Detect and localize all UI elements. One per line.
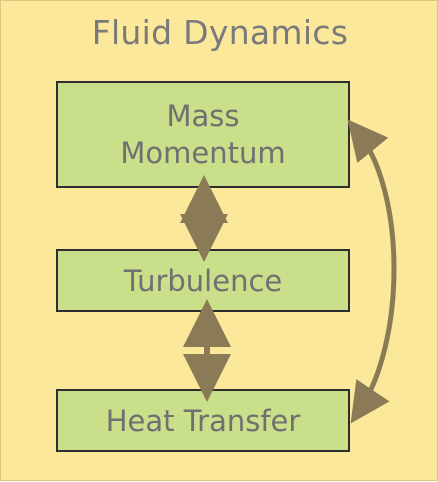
momentum-label: Momentum bbox=[120, 135, 286, 170]
mass-label: Mass bbox=[166, 99, 240, 134]
heat-transfer-label: Heat Transfer bbox=[105, 403, 301, 438]
turbulence-label: Turbulence bbox=[123, 263, 283, 298]
mass-momentum-box: Mass Momentum bbox=[56, 81, 350, 188]
arrow-top-bottom-curve bbox=[347, 119, 397, 424]
diagram-title: Fluid Dynamics bbox=[91, 13, 349, 52]
